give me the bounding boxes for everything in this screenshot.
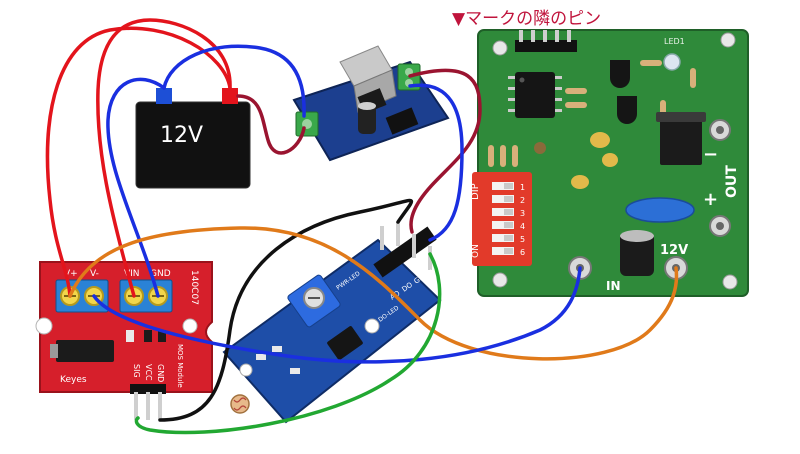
timer-in-label: IN [606, 279, 621, 293]
annotation-text: ▼マークの隣のピン [452, 9, 601, 29]
dip-number-4: 4 [520, 222, 525, 231]
timer-terminal-out-bottom[interactable] [709, 215, 731, 237]
timer-resistors [488, 60, 696, 167]
timer-ic-chip [508, 72, 562, 118]
mos-terminal-output[interactable] [55, 279, 109, 313]
mos-label-vin: VIN [124, 269, 140, 279]
wires [45, 18, 679, 435]
mos-pin-label-gnd: GND [156, 364, 165, 382]
regulator-capacitor [358, 102, 376, 134]
dip-switch-4[interactable] [492, 221, 514, 229]
regulator-pin-header [385, 107, 419, 135]
dip-number-1: 1 [520, 183, 525, 192]
wire-blue-battery-to-regulator [162, 44, 306, 118]
dip-switch-knob-1 [504, 183, 513, 189]
timer-power-transistor [656, 112, 706, 165]
sensor-smd-2 [272, 346, 282, 352]
sensor-smd-1 [256, 354, 266, 360]
mos-led [126, 330, 134, 342]
wire-blue-regulator-to-sensor [408, 83, 464, 242]
wire-red-battery-to-mos-vin [96, 18, 232, 298]
dip-on-label: ON [471, 244, 481, 258]
wire-orange-mos-to-timer-12v [68, 226, 679, 361]
dip-number-6: 6 [520, 248, 525, 257]
mos-label-vminus: V- [90, 269, 99, 279]
sensor-pin-header[interactable] [373, 222, 437, 278]
timer-out-label: OUT [724, 165, 740, 198]
dip-label: DIP [470, 183, 481, 200]
timer-mount-hole-tl [492, 40, 508, 56]
mos-transistor [50, 340, 114, 362]
mos-model-label: 140C07 [189, 270, 199, 305]
dip-switch-1[interactable] [492, 182, 514, 190]
mos-pin-label-sig: SIG [132, 364, 141, 378]
timer-mount-hole-tr [720, 32, 736, 48]
regulator-module [292, 45, 450, 162]
timer-dip-switch[interactable]: DIP ON 1 2 3 4 5 6 [470, 172, 532, 266]
dip-switch-knob-2 [504, 196, 513, 202]
mos-mount-hole-right [182, 318, 198, 334]
battery-label: 12V [160, 123, 203, 148]
dip-switch-knob-4 [504, 222, 513, 228]
timer-plus-label: + [703, 189, 718, 210]
timer-mount-hole-br [722, 274, 738, 290]
dip-switch-6[interactable] [492, 247, 514, 255]
timer-capacitors [534, 132, 618, 189]
dip-switch-5[interactable] [492, 234, 514, 242]
light-sensor-board: AO DO GND VCC PWR-LED DO-LED [222, 222, 443, 424]
wire-blue-battery-to-mos-gnd [106, 77, 166, 298]
mos-pin-header[interactable] [130, 384, 166, 420]
sensor-mount-hole-right [364, 318, 380, 334]
dip-switch-knob-5 [504, 235, 513, 241]
sensor-smd-3 [290, 368, 300, 374]
wire-green-sensor-to-mos-gnd [134, 252, 442, 435]
wire-darkred-regulator-to-sensor-vcc [408, 68, 482, 234]
dip-switch-knob-3 [504, 209, 513, 215]
battery-body [135, 101, 251, 189]
timer-electrolytic-capacitor [620, 230, 654, 276]
dip-switch-2[interactable] [492, 195, 514, 203]
sensor-mount-hole-left [239, 363, 253, 377]
timer-12v-label: 12V [660, 243, 688, 258]
dip-switch-3[interactable] [492, 208, 514, 216]
battery-negative-terminal[interactable] [156, 88, 172, 104]
battery-positive-terminal[interactable] [222, 88, 238, 104]
sensor-comparator-ic [327, 326, 363, 360]
mos-resistor-2 [158, 330, 166, 342]
mos-module-board: V+ V- VIN GND 140C07 Keyes SIG VCC GND M… [35, 261, 213, 420]
wire-blue-mos-to-timer-in [92, 266, 582, 364]
timer-minus-label: − [703, 144, 718, 165]
wire-darkred-battery-to-regulator [236, 94, 306, 155]
timer-terminal-out-top[interactable] [709, 119, 731, 141]
mos-pin-label-vcc: VCC [144, 364, 153, 381]
mos-label-vplus: V+ [64, 269, 78, 279]
timer-mount-hole-bl [492, 272, 508, 288]
mos-resistor [144, 330, 152, 342]
timer-led: LED1 [663, 37, 685, 71]
timer-board: LED1 DIP ON 1 2 3 4 5 6 [470, 29, 749, 297]
dip-number-5: 5 [520, 235, 525, 244]
battery-12v: 12V [135, 88, 251, 189]
timer-led-label: LED1 [664, 37, 685, 46]
sensor-photoresistor [230, 394, 250, 414]
timer-transistors [610, 60, 637, 124]
mos-label-gnd: GND [150, 269, 171, 279]
dip-switch-knob-6 [504, 248, 513, 254]
mos-brand-label: Keyes [60, 375, 87, 385]
regulator-terminal-input[interactable] [295, 111, 319, 137]
dip-number-2: 2 [520, 196, 525, 205]
mos-terminal-input[interactable] [119, 279, 173, 313]
mos-mount-hole-left [35, 317, 53, 335]
wire-black-sensor-to-mos-sig [158, 198, 414, 422]
dip-number-3: 3 [520, 209, 525, 218]
timer-pin-header [515, 30, 577, 52]
timer-film-capacitor [625, 197, 695, 223]
wire-red-battery-to-mos-vplus [45, 26, 232, 298]
mos-module-label: MOS Module [176, 344, 184, 388]
sensor-potentiometer[interactable] [287, 274, 342, 328]
regulator-heatsink [339, 45, 397, 114]
